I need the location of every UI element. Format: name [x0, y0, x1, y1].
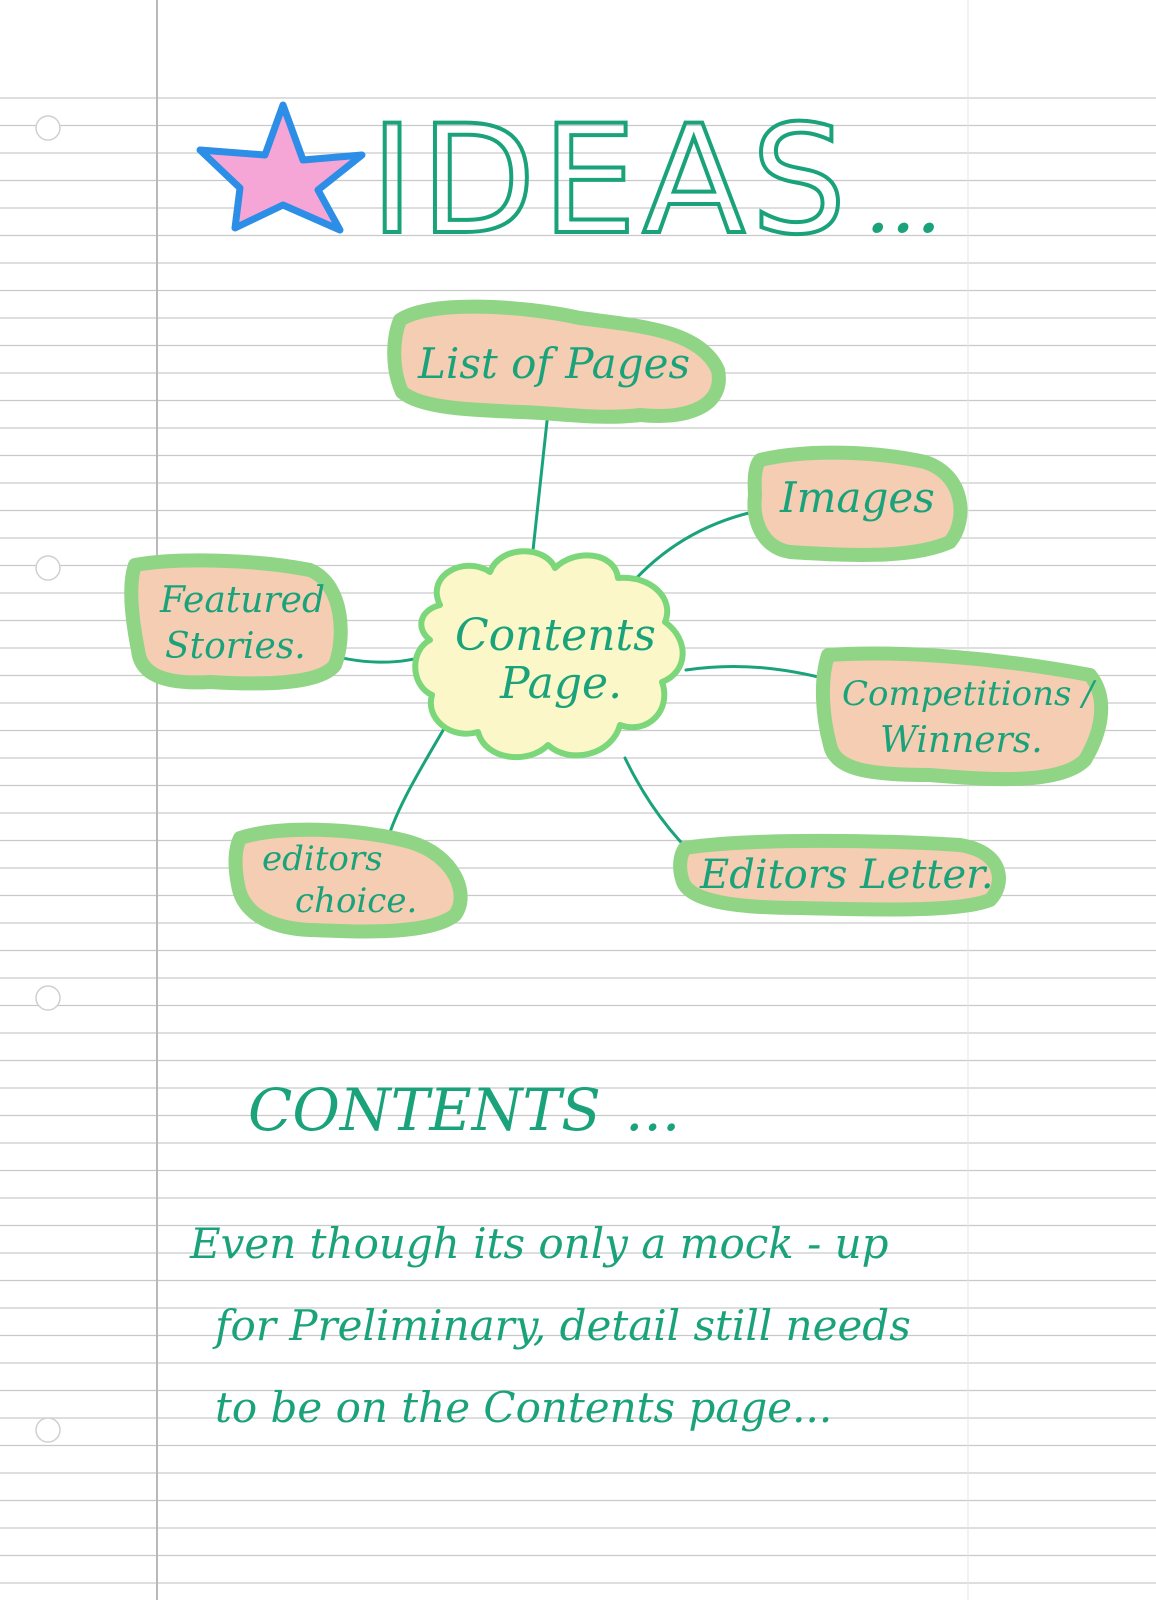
connector-editors-choice [383, 725, 447, 850]
node-label-line2: Winners. [880, 720, 1043, 761]
note-line-1: Even though its only a mock - up [189, 1219, 889, 1268]
node-competitions-winners: Competitions / Winners. [815, 646, 1109, 787]
node-images: Images [747, 445, 968, 562]
node-label-line2: Stories. [165, 626, 306, 667]
note-line-2: for Preliminary, detail still needs [212, 1301, 911, 1350]
contents-section: CONTENTS ... Even though its only a mock… [189, 1076, 911, 1432]
punch-hole [35, 555, 61, 581]
node-label: Images [779, 473, 935, 522]
node-list-of-pages: List of Pages [387, 299, 726, 424]
contents-heading-suffix: ... [625, 1076, 680, 1144]
node-featured-stories: Featured Stories. [124, 553, 348, 691]
punch-hole [35, 1417, 61, 1443]
center-label-line2: Page. [499, 658, 622, 709]
page-title: IDEAS [370, 94, 852, 268]
mind-map-nodes: List of Pages Images Featured Stories. C… [124, 299, 1109, 939]
punch-hole [35, 115, 61, 141]
node-label-line2: choice. [295, 881, 417, 921]
node-editors-choice: editors choice. [228, 822, 468, 939]
node-label-line1: Featured [159, 580, 325, 621]
page-title-suffix: ... [865, 158, 941, 251]
node-label: List of Pages [417, 339, 690, 388]
header: IDEAS ... [196, 92, 941, 270]
punch-hole [35, 985, 61, 1011]
center-label-line1: Contents [455, 610, 656, 661]
node-label: Editors Letter. [699, 852, 994, 898]
punch-holes [35, 115, 61, 1443]
node-contents-page: Contents Page. [412, 548, 686, 760]
star-icon [196, 101, 366, 234]
node-label-line1: editors [262, 839, 383, 879]
node-editors-letter: Editors Letter. [673, 833, 1006, 917]
node-label-line1: Competitions / [842, 674, 1097, 714]
contents-heading: CONTENTS [248, 1076, 601, 1144]
note-line-3: to be on the Contents page... [215, 1383, 832, 1432]
